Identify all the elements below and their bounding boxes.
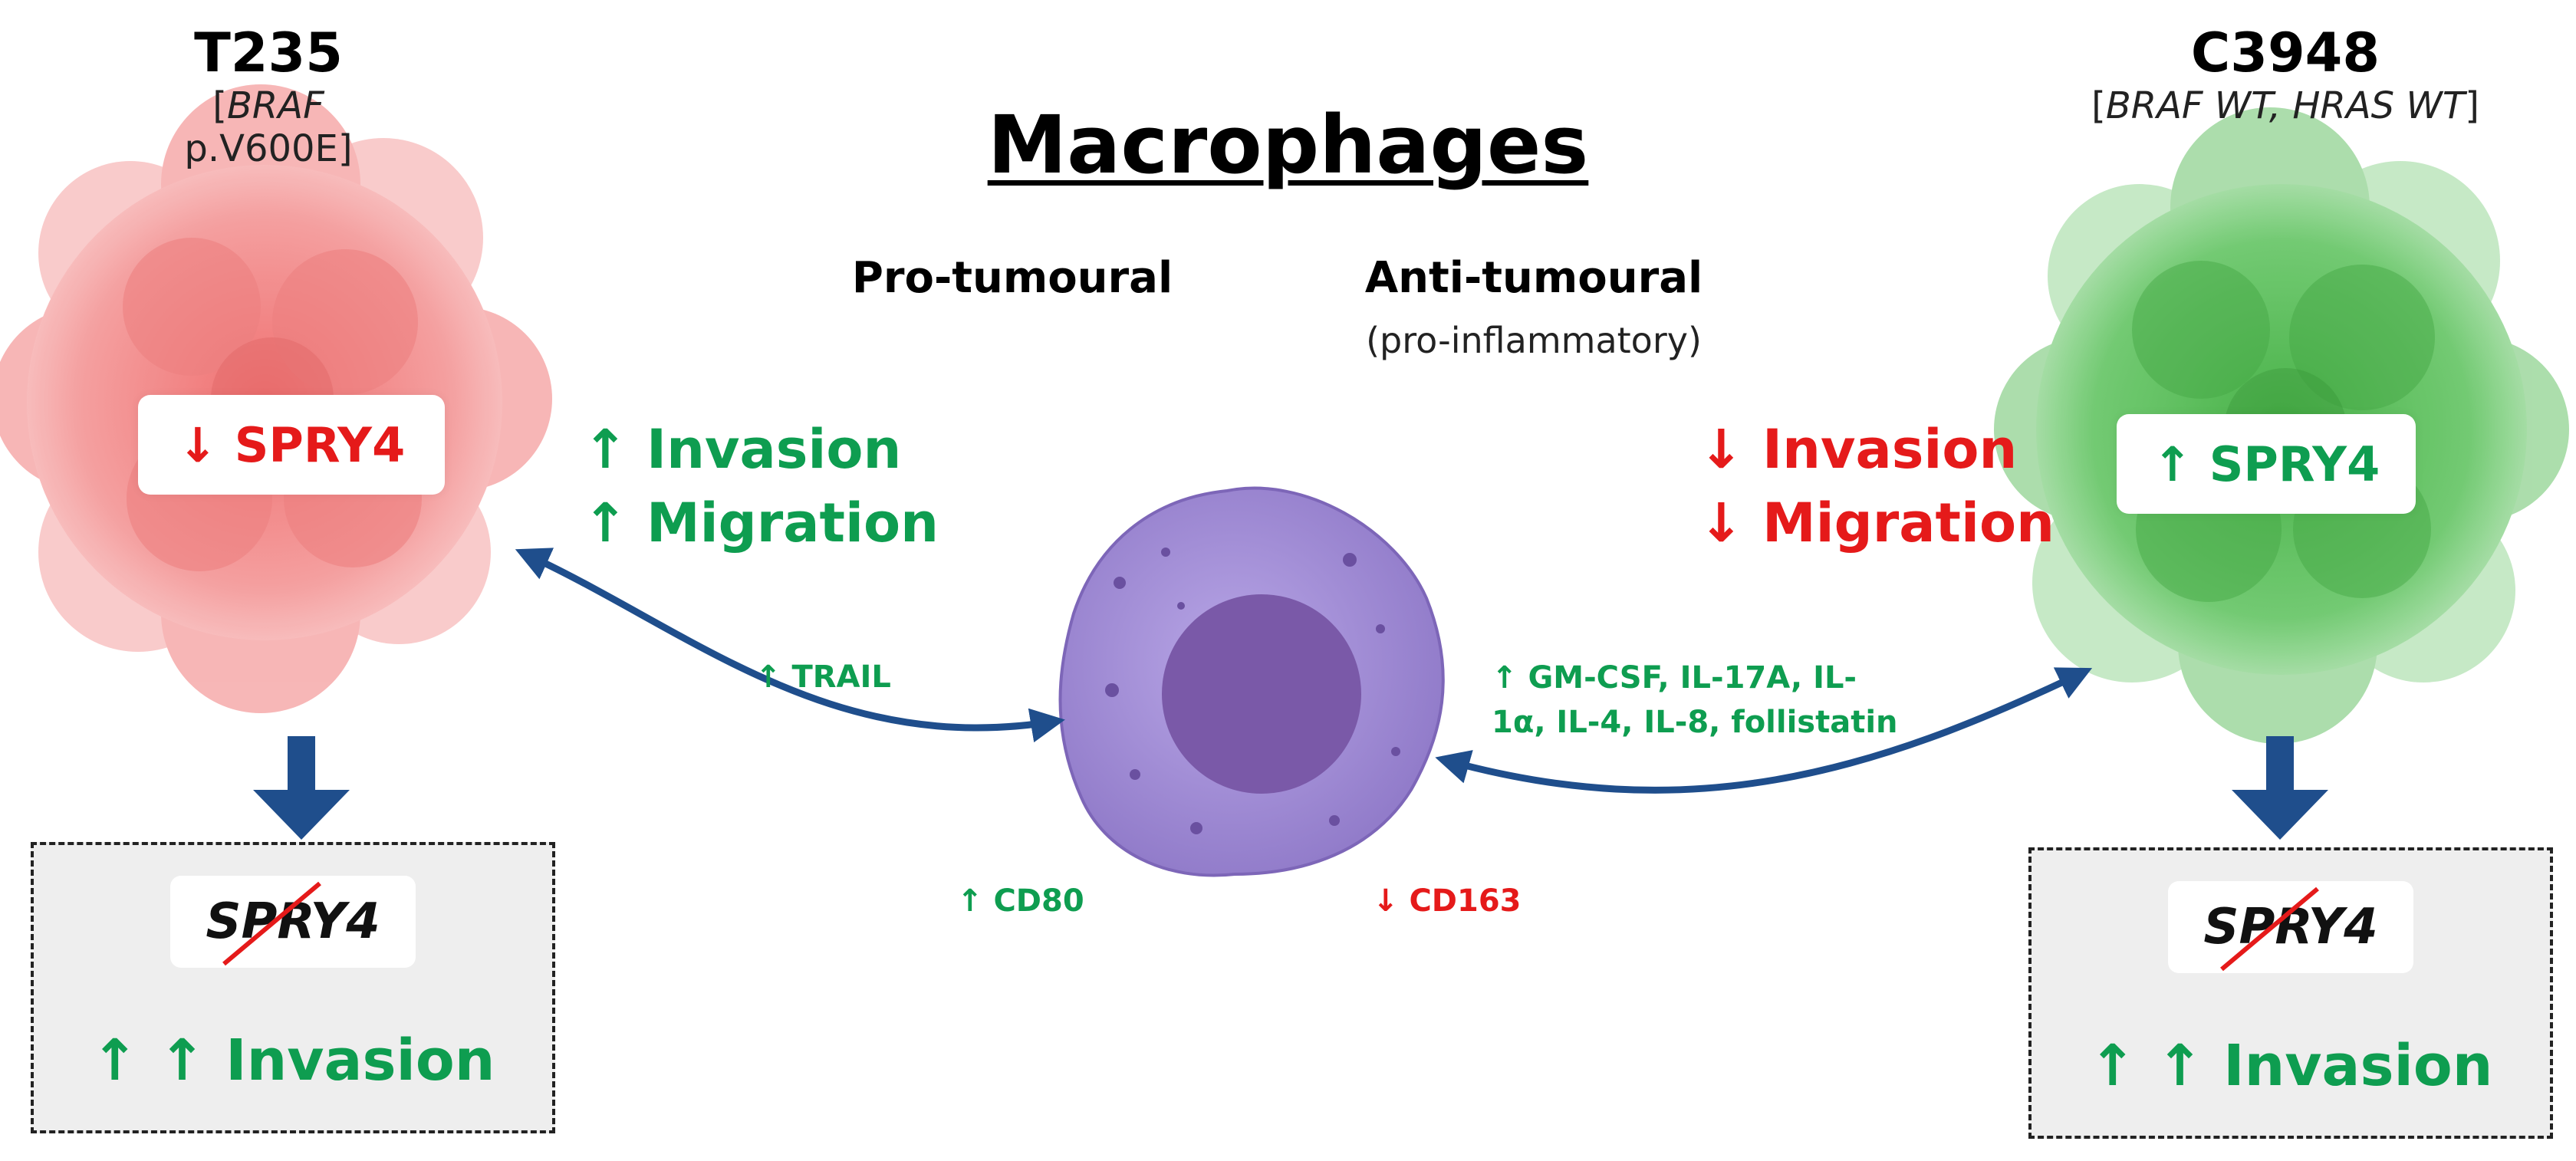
cd163-label: ↓ CD163 <box>1373 883 1522 919</box>
strike-icon <box>222 881 321 966</box>
pro-tumoural-heading: Pro-tumoural <box>851 253 1173 303</box>
left-knockout-gene-label: SPRY4 <box>170 876 416 968</box>
right-knockout-gene: SPRY4 <box>2203 899 2378 955</box>
right-down-arrow-icon <box>2232 736 2328 840</box>
strike-icon <box>2220 886 2319 972</box>
trail-label: ↑ TRAIL <box>755 659 891 695</box>
right-spry4-text: SPRY4 <box>2209 436 2380 492</box>
down-arrow-icon: ↓ <box>177 416 218 473</box>
left-cell-header: T235 [BRAF p.V600E] <box>130 21 406 170</box>
pro-effect-migration: ↑ Migration <box>583 492 939 554</box>
right-cell-name: C3948 <box>2190 21 2380 84</box>
left-knockout-gene: SPRY4 <box>206 893 380 950</box>
left-down-arrow-icon <box>253 736 350 840</box>
right-knockout-effect: ↑ ↑ Invasion <box>2088 1033 2493 1099</box>
anti-cytokines-line1: ↑ GM-CSF, IL-17A, IL- <box>1492 660 1857 696</box>
left-cell-genotype: [BRAF p.V600E] <box>184 84 353 170</box>
up-arrow-icon: ↑ <box>2152 436 2193 492</box>
right-tumour-cluster-icon <box>1994 107 2569 744</box>
left-spry4-label: ↓ SPRY4 <box>138 395 445 495</box>
anti-cytokines-line2: 1α, IL-4, IL-8, follistatin <box>1492 705 1898 740</box>
right-cell-genotype: [BRAF WT, HRAS WT] <box>2091 84 2479 127</box>
anti-effect-migration: ↓ Migration <box>1699 492 2055 554</box>
pro-effect-invasion: ↑ Invasion <box>583 418 902 481</box>
cd80-label: ↑ CD80 <box>957 883 1084 919</box>
anti-tumoural-effects: ↓ Invasion ↓ Migration <box>1699 413 2055 560</box>
left-knockout-box: SPRY4 ↑ ↑ Invasion <box>31 842 555 1133</box>
left-cell-name: T235 <box>194 21 343 84</box>
right-cell-header: C3948 [BRAF WT, HRAS WT] <box>2040 21 2531 127</box>
right-interaction-arrow <box>1435 667 2093 794</box>
left-spry4-text: SPRY4 <box>234 416 406 473</box>
anti-tumoural-subheading: (pro-inflammatory) <box>1366 320 1702 361</box>
right-knockout-gene-label: SPRY4 <box>2168 881 2413 973</box>
left-knockout-effect: ↑ ↑ Invasion <box>90 1028 495 1094</box>
right-knockout-box: SPRY4 ↑ ↑ Invasion <box>2028 847 2553 1139</box>
anti-effect-invasion: ↓ Invasion <box>1699 418 2018 481</box>
pro-tumoural-effects: ↑ Invasion ↑ Migration <box>583 413 939 560</box>
diagram-title: Macrophages <box>987 98 1589 192</box>
left-interaction-arrow <box>515 548 1065 743</box>
right-spry4-label: ↑ SPRY4 <box>2117 414 2416 514</box>
anti-tumoural-heading: Anti-tumoural <box>1364 253 1703 303</box>
anti-cytokines-label: ↑ GM-CSF, IL-17A, IL- 1α, IL-4, IL-8, fo… <box>1492 656 1898 745</box>
macrophage-icon <box>1058 486 1445 877</box>
anti-tumoural-heading-group: Anti-tumoural (pro-inflammatory) <box>1319 253 1749 361</box>
